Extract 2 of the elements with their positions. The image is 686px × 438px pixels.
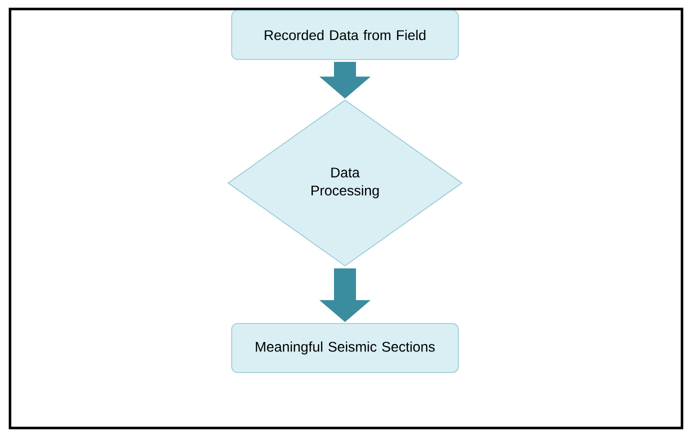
- process-box: Recorded Data from Field: [231, 10, 459, 60]
- process-box: Meaningful Seismic Sections: [231, 323, 459, 373]
